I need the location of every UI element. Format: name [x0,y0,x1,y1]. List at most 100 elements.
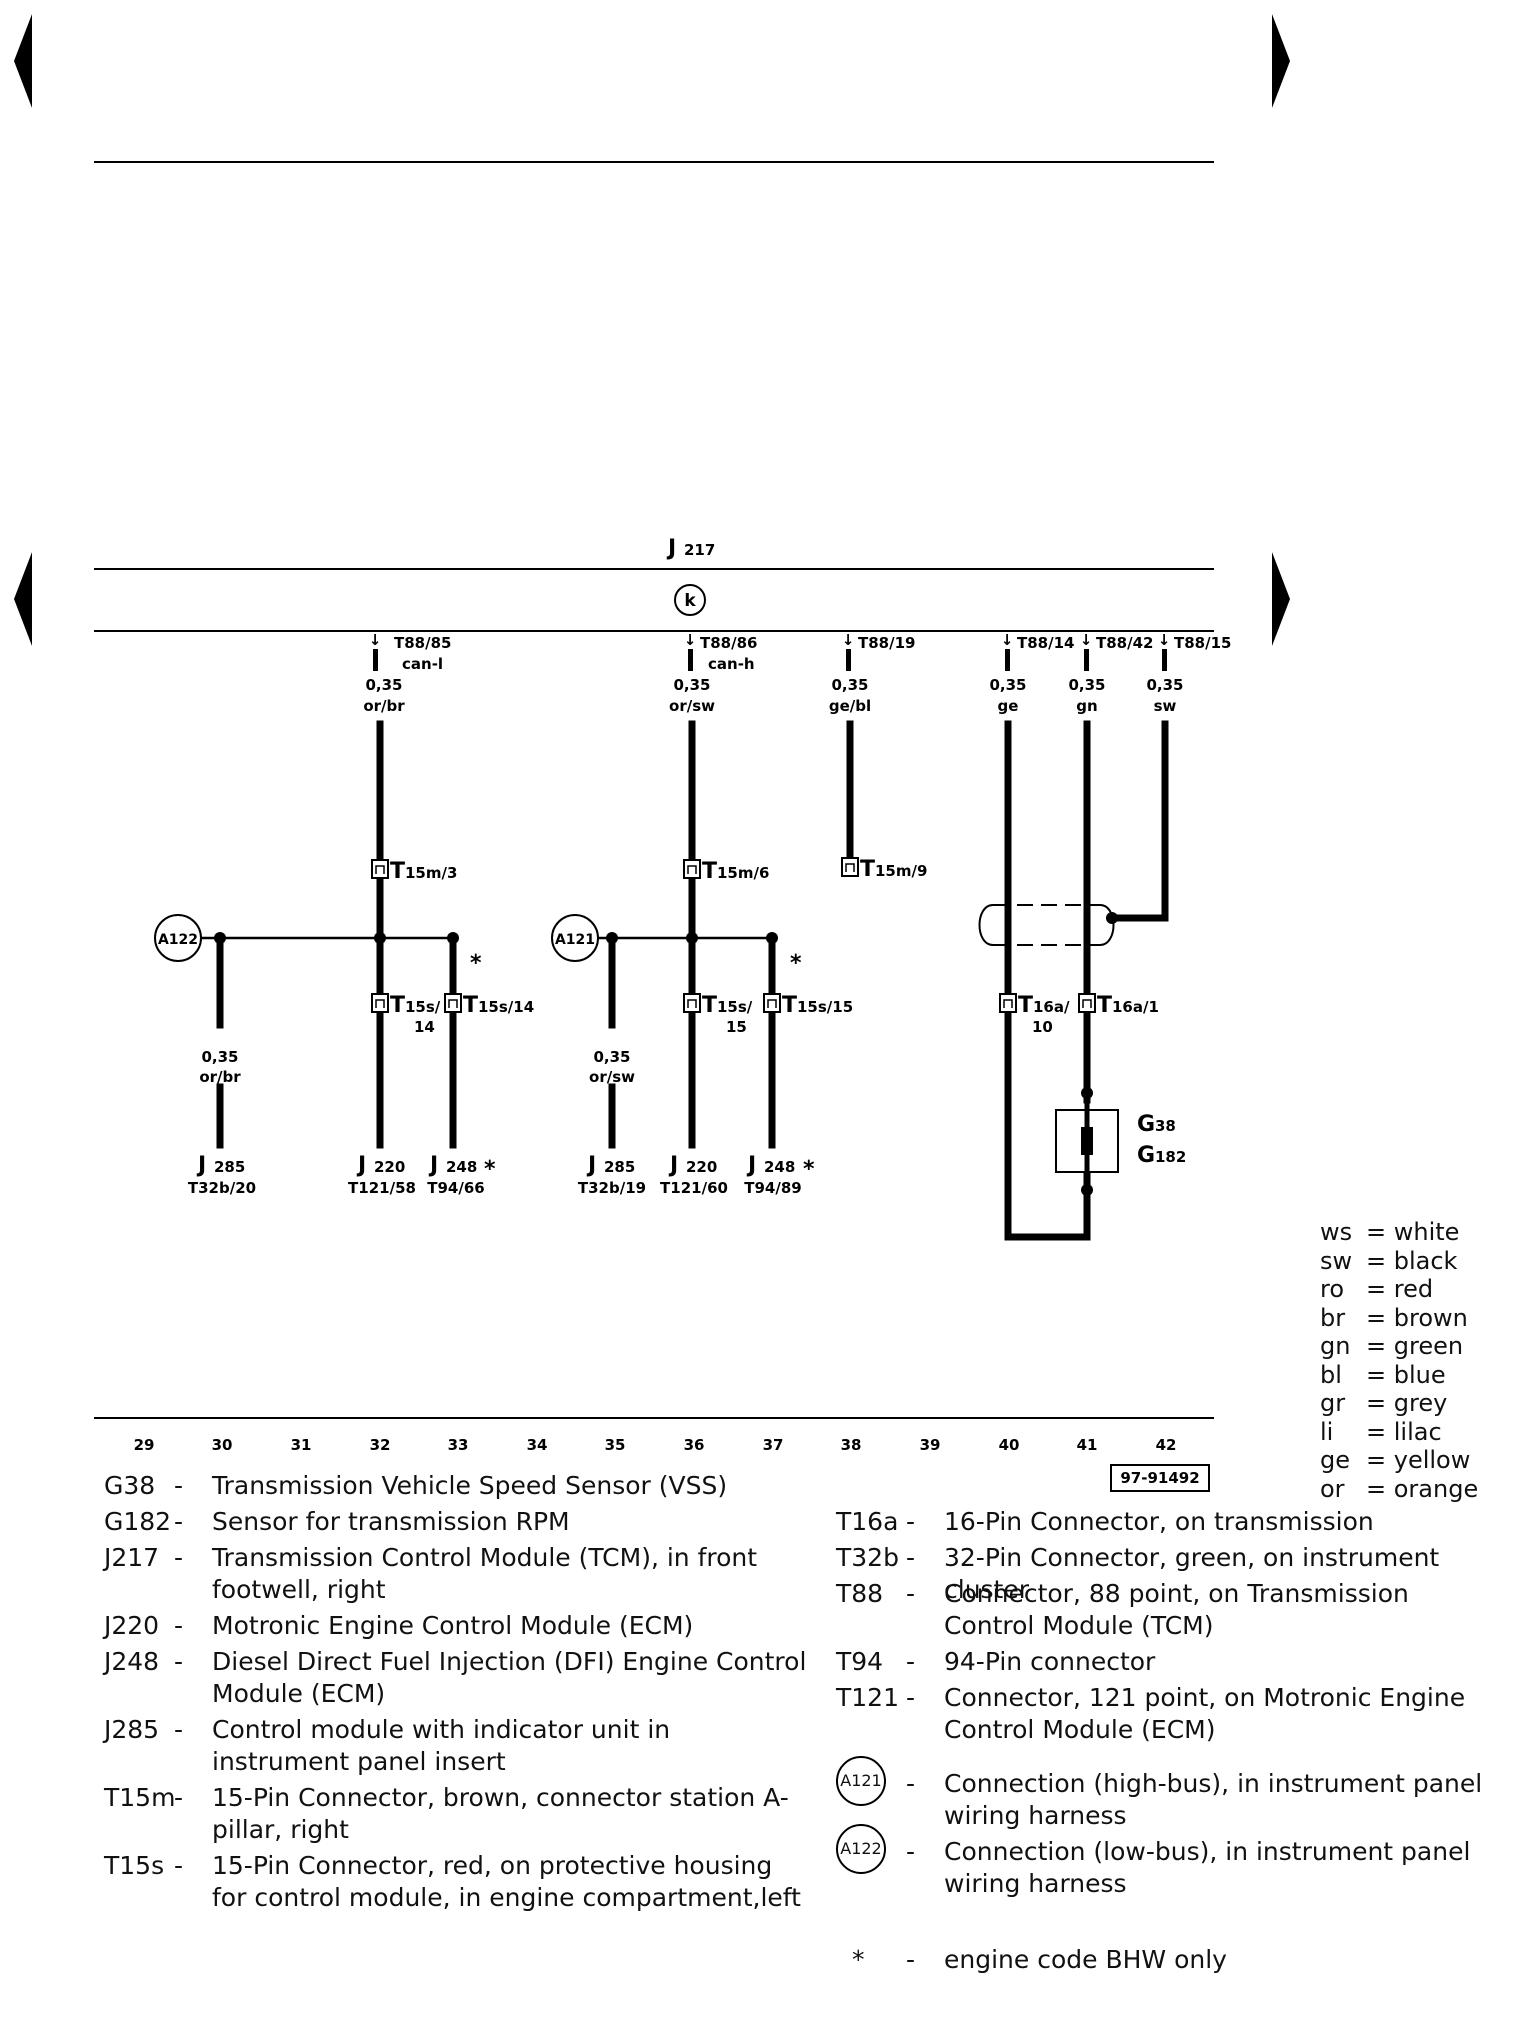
svg-text:T121/58: T121/58 [348,1179,416,1197]
svg-text:T: T [1018,993,1033,1018]
next-page-arrow[interactable] [1272,14,1290,108]
svg-text:10: 10 [1032,1018,1053,1036]
svg-text:T: T [390,859,405,884]
pin-label: T88/14 [1017,634,1074,652]
color-row: gr= grey [1320,1389,1448,1417]
component-j220-a: J 220 T121/58 [348,1153,416,1197]
pin-t88-14: ↓ T88/14 0,35 ge [989,631,1074,715]
control-unit-symbol [674,584,706,616]
connector-t15s-15-b: T 15s/15 [763,993,853,1018]
pin-arrow: ↓ [842,631,855,649]
svg-text:T32b/20: T32b/20 [188,1179,256,1197]
svg-text:16a/: 16a/ [1033,998,1070,1016]
svg-text:T94/89: T94/89 [744,1179,801,1197]
svg-text:34: 34 [527,1436,548,1454]
wire-color: ge/bl [829,697,871,715]
svg-text:J: J [356,1153,366,1178]
splice-a122: A122 [154,914,202,962]
connector-t15m-6: T 15m/6 [683,859,769,884]
svg-text:248: 248 [764,1158,795,1176]
svg-text:182: 182 [1155,1148,1186,1166]
svg-text:33: 33 [448,1436,469,1454]
pin-t88-19: ↓ T88/19 0,35 ge/bl [829,631,916,715]
svg-text:41: 41 [1077,1436,1098,1454]
svg-text:15s/14: 15s/14 [478,998,534,1016]
svg-text:*: * [484,1157,496,1182]
component-j248-a: J 248 * T94/66 [427,1153,496,1197]
svg-text:14: 14 [414,1018,435,1036]
previous-section-arrow[interactable] [14,552,32,646]
color-row: sw= black [1320,1246,1458,1275]
pin-arrow: ↓ [684,631,697,649]
previous-page-arrow[interactable] [14,14,32,108]
connector-t15s-14-a: T 15s/ 14 [371,993,441,1036]
wire-size: 0,35 [673,676,710,694]
svg-text:J: J [586,1153,596,1178]
wires [199,720,1169,1241]
svg-text:38: 38 [841,1436,862,1454]
pin-label: T88/86 [700,634,757,652]
svg-text:15m/9: 15m/9 [875,862,927,880]
svg-text:35: 35 [605,1436,626,1454]
svg-text:T: T [860,857,875,882]
module-j217: J 217 k [94,536,1214,632]
svg-text:29: 29 [134,1436,155,1454]
color-row: ro= red [1320,1275,1434,1303]
svg-text:J: J [196,1153,206,1178]
wire-size: 0,35 [365,676,402,694]
wire-size: 0,35 [1068,676,1105,694]
splice-symbol-a121: A121 [836,1756,886,1806]
svg-text:15s/: 15s/ [405,998,441,1016]
connector-t15s-15-a: T 15s/ 15 [683,993,753,1036]
svg-text:37: 37 [763,1436,784,1454]
svg-text:30: 30 [212,1436,233,1454]
svg-text:40: 40 [999,1436,1020,1454]
next-section-arrow[interactable] [1272,552,1290,646]
svg-text:32: 32 [370,1436,391,1454]
sensor-g38-g182: G 38 G 182 [1055,1100,1186,1190]
pin-label: T88/19 [858,634,915,652]
wire-size: 0,35 [1146,676,1183,694]
svg-text:39: 39 [920,1436,941,1454]
svg-text:G: G [1137,1143,1155,1168]
color-row: ws= white [1320,1218,1460,1246]
svg-text:J: J [746,1153,756,1178]
color-row: br= brown [1320,1303,1468,1332]
color-row: or= orange [1320,1474,1479,1503]
color-row: bl= blue [1320,1360,1446,1389]
svg-text:15s/15: 15s/15 [797,998,853,1016]
pin-t88-42: ↓ T88/42 0,35 gn [1068,631,1153,715]
wire-color: ge [998,697,1019,715]
pin-t88-86: ↓ T88/86 can-h 0,35 or/sw [669,631,757,715]
pin-signal: can-l [402,655,443,673]
wire-color: or/br [199,1068,241,1086]
pin-headers: ↓ T88/85 can-l 0,35 or/br ↓ T88/86 can-h… [363,631,1231,715]
svg-text:A121: A121 [555,932,595,948]
svg-text:15m/3: 15m/3 [405,864,457,882]
svg-text:G: G [1137,1112,1155,1137]
wire-size: 0,35 [989,676,1026,694]
module-label: J [666,536,676,561]
pin-arrow: ↓ [369,631,382,649]
svg-text:285: 285 [604,1158,635,1176]
wire-size: 0,35 [831,676,868,694]
svg-text:220: 220 [686,1158,717,1176]
component-j285-a: J 285 T32b/20 [188,1153,256,1197]
svg-text:T: T [702,993,717,1018]
svg-text:16a/1: 16a/1 [1112,998,1159,1016]
pin-label: T88/42 [1096,634,1153,652]
color-row: li= lilac [1320,1417,1442,1446]
pin-signal: can-h [708,655,755,673]
column-numbers: 29 30 31 32 33 34 35 36 37 38 39 40 41 4… [134,1436,1177,1454]
svg-text:38: 38 [1155,1117,1176,1135]
svg-text:T32b/19: T32b/19 [578,1179,646,1197]
color-row: gn= green [1320,1332,1464,1360]
pin-arrow: ↓ [1001,631,1014,649]
shield-twist [978,904,1115,946]
svg-text:J: J [428,1153,438,1178]
svg-text:15m/6: 15m/6 [717,864,769,882]
svg-text:T: T [390,993,405,1018]
svg-text:220: 220 [374,1158,405,1176]
svg-text:31: 31 [291,1436,312,1454]
component-j285-b: J 285 T32b/19 [578,1153,646,1197]
